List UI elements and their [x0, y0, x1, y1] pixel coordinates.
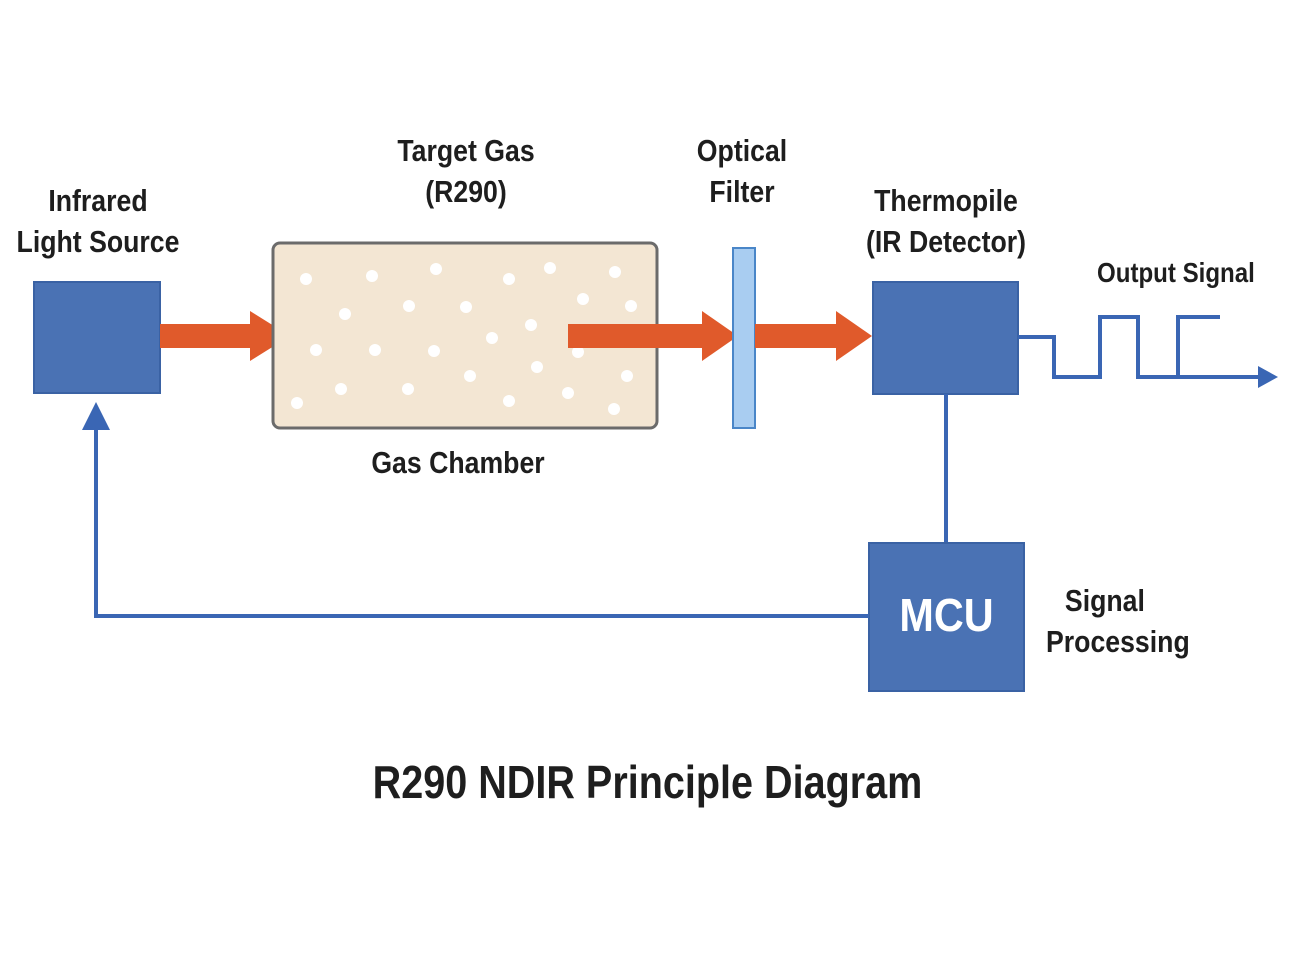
optical-filter-label: Optical Filter: [673, 130, 811, 212]
optical-filter: [732, 247, 756, 429]
signal-processing-label-line2: Processing: [1046, 624, 1190, 659]
thermopile-label: Thermopile (IR Detector): [855, 180, 1037, 262]
optical-filter-label-line1: Optical: [696, 133, 788, 168]
gas-particle: [403, 300, 415, 312]
gas-particle: [300, 273, 312, 285]
output-signal-label-text: Output Signal: [1097, 257, 1255, 288]
gas-particle: [562, 387, 574, 399]
gas-particle: [335, 383, 347, 395]
target-gas-label: Target Gas (R290): [380, 130, 552, 212]
gas-particle: [525, 319, 537, 331]
gas-particle: [430, 263, 442, 275]
gas-particle: [369, 344, 381, 356]
gas-particle: [310, 344, 322, 356]
gas-particle: [572, 346, 584, 358]
optical-filter-label-line2: Filter: [709, 174, 775, 209]
light-source-block: [33, 281, 161, 394]
target-gas-label-line2: (R290): [425, 174, 507, 209]
target-gas-label-line1: Target Gas: [397, 133, 535, 168]
diagram-title: R290 NDIR Principle Diagram: [372, 756, 923, 808]
beam-arrow-1: [160, 311, 290, 361]
output-signal-label: Output Signal: [1097, 252, 1255, 293]
gas-particle: [503, 273, 515, 285]
light-source-label-line1: Infrared: [48, 183, 148, 218]
mcu-label: MCU: [899, 589, 994, 641]
gas-particles: [291, 262, 637, 415]
gas-particle: [625, 300, 637, 312]
beam-arrow-3: [755, 311, 872, 361]
light-source-label: Infrared Light Source: [14, 180, 183, 262]
gas-particle: [366, 270, 378, 282]
gas-particle: [577, 293, 589, 305]
gas-particle: [464, 370, 476, 382]
feedback-arrow: [82, 402, 869, 618]
output-signal-waveform: [1018, 315, 1278, 388]
thermopile-label-line2: (IR Detector): [866, 224, 1026, 259]
gas-particle: [621, 370, 633, 382]
gas-particle: [544, 262, 556, 274]
beam-arrow-2: [568, 311, 738, 361]
gas-particle: [291, 397, 303, 409]
signal-processing-label-line1: Signal: [1064, 583, 1145, 618]
gas-particle: [486, 332, 498, 344]
gas-particle: [339, 308, 351, 320]
mcu-block: [868, 542, 1025, 692]
gas-particle: [402, 383, 414, 395]
gas-particle: [608, 403, 620, 415]
thermopile-block: [872, 281, 1019, 395]
gas-chamber-label-text: Gas Chamber: [371, 445, 545, 480]
thermopile-label-line1: Thermopile: [874, 183, 1018, 218]
gas-particle: [531, 361, 543, 373]
gas-particle: [503, 395, 515, 407]
gas-particle: [428, 345, 440, 357]
gas-chamber-label: Gas Chamber: [355, 442, 561, 483]
gas-particle: [460, 301, 472, 313]
gas-particle: [609, 266, 621, 278]
light-source-label-line2: Light Source: [16, 224, 180, 259]
signal-processing-label: Signal Processing: [1046, 580, 1201, 662]
